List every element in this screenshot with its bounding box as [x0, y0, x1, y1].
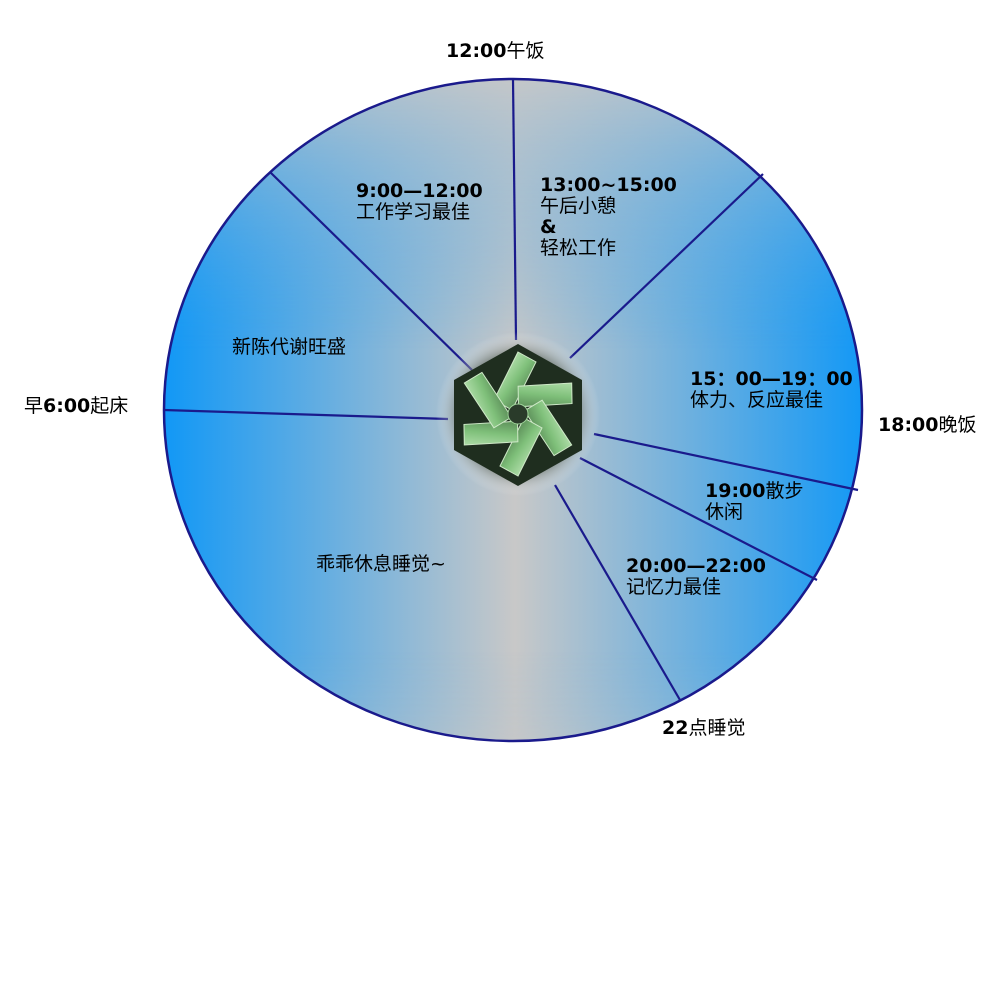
walk-time: 19:00: [705, 480, 766, 502]
wake-text: 起床: [90, 395, 129, 417]
sector-rest: 乖乖休息睡觉~: [316, 554, 446, 575]
rest-text: 乖乖休息睡觉~: [316, 553, 446, 575]
nap-amp: &: [540, 216, 557, 238]
memory-time: 20:00—22:00: [626, 555, 766, 577]
divider-22: [554, 484, 681, 701]
wake-time: 6:00: [43, 395, 91, 417]
nap-text2: 轻松工作: [540, 237, 617, 259]
physical-time: 15：00—19：00: [690, 368, 853, 390]
physical-text: 体力、反应最佳: [690, 389, 824, 411]
divider-12: [511, 78, 518, 341]
label-dinner: 18:00晚饭: [878, 415, 977, 436]
divider-18: [593, 432, 859, 492]
divider-19: [579, 457, 818, 581]
metabolism-text: 新陈代谢旺盛: [232, 336, 347, 358]
sector-nap: 13:00~15:00 午后小憩 & 轻松工作: [540, 175, 677, 259]
nap-text1: 午后小憩: [540, 195, 617, 217]
sector-dividers: [163, 78, 859, 701]
sector-study: 9:00—12:00 工作学习最佳: [356, 181, 483, 223]
memory-text: 记忆力最佳: [626, 576, 722, 598]
study-time: 9:00—12:00: [356, 180, 483, 202]
noon-time: 12:00: [446, 40, 507, 62]
center-hub-ornament: [436, 332, 600, 496]
wake-prefix: 早: [24, 395, 44, 417]
walk-text2: 休闲: [705, 501, 744, 523]
walk-line1: 19:00散步: [705, 481, 804, 502]
dinner-text: 晚饭: [938, 414, 977, 436]
label-noon-lunch: 12:00午饭: [446, 41, 545, 62]
divider-6: [163, 408, 449, 421]
nap-time: 13:00~15:00: [540, 174, 677, 196]
sector-metabolism: 新陈代谢旺盛: [232, 337, 346, 358]
label-wake-up: 早6:00起床: [24, 396, 128, 417]
label-bedtime: 22点睡觉: [662, 718, 745, 739]
study-text: 工作学习最佳: [356, 201, 471, 223]
sector-walk: 19:00散步 休闲: [705, 481, 804, 523]
walk-text1: 散步: [765, 480, 804, 502]
sector-physical: 15：00—19：00 体力、反应最佳: [690, 369, 853, 411]
divider-9: [269, 171, 473, 371]
noon-text: 午饭: [506, 40, 545, 62]
dinner-time: 18:00: [878, 414, 939, 436]
bedtime-text: 点睡觉: [688, 717, 746, 739]
sector-memory: 20:00—22:00 记忆力最佳: [626, 556, 766, 598]
bedtime-time: 22: [662, 717, 689, 739]
divider-15: [569, 173, 764, 359]
